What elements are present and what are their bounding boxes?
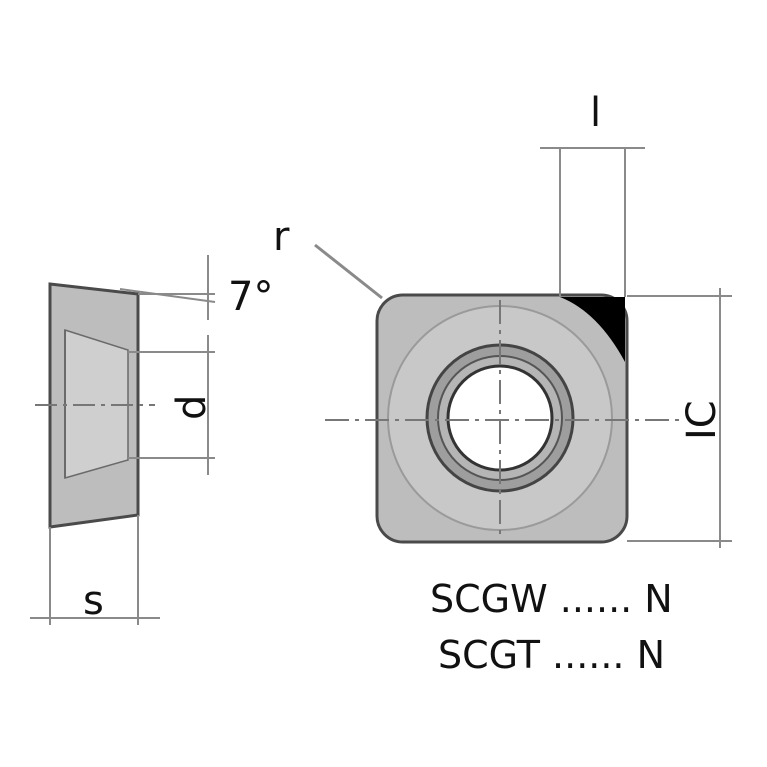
ic-label: IC [679, 400, 725, 440]
top-view: r l IC [273, 90, 732, 548]
r-label: r [273, 214, 290, 260]
l-label: l [590, 90, 601, 136]
s-label: s [83, 578, 104, 624]
d-label: d [169, 395, 215, 420]
code-scgt: SCGT ...... N [438, 633, 665, 677]
side-view: s 7° d [30, 255, 273, 625]
r-leader-line [314, 243, 383, 300]
cutting-edge-wiper [560, 297, 625, 362]
code-scgw: SCGW ...... N [430, 577, 673, 621]
angle-label: 7° [228, 274, 273, 320]
